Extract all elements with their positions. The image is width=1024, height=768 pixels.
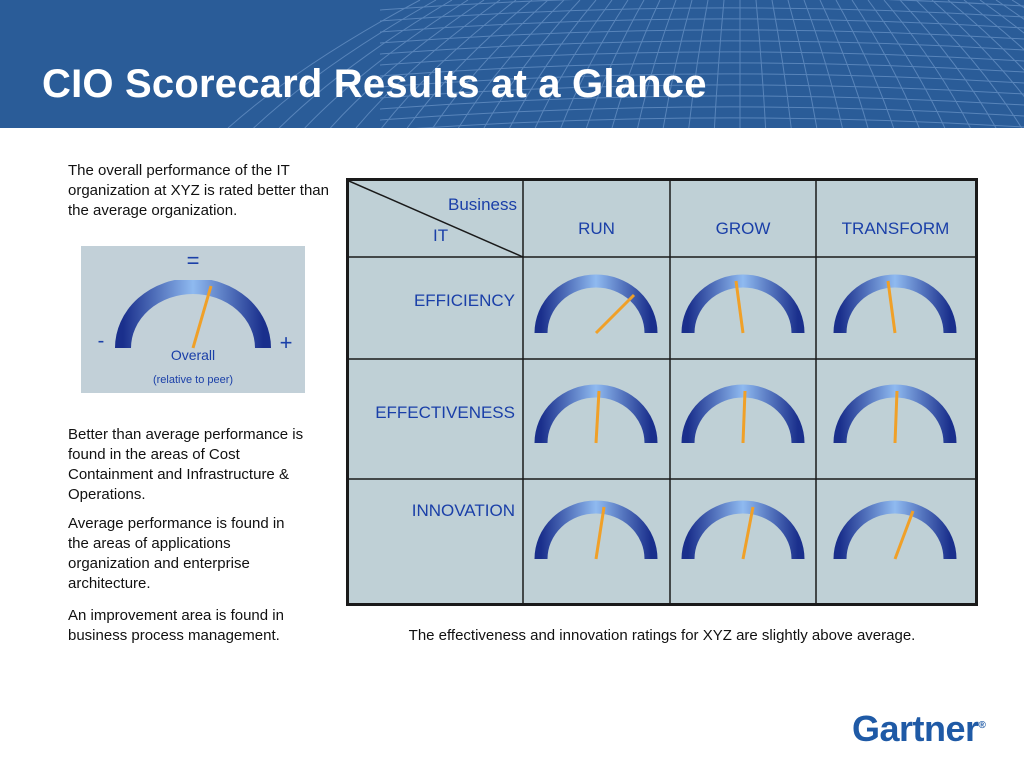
needle-efficiency-run <box>594 293 636 335</box>
column-header-run: RUN <box>578 219 615 238</box>
overall-gauge-panel: = - + Overall (relative to peer) <box>81 246 305 393</box>
needle-efficiency-grow <box>734 280 745 334</box>
corner-diagonal <box>349 181 524 258</box>
overall-label: Overall <box>170 347 216 363</box>
gauge-effectiveness-grow <box>681 384 805 444</box>
minus-symbol: - <box>97 330 105 352</box>
needle-effectiveness-run <box>594 390 601 444</box>
matrix-caption: The effectiveness and innovation ratings… <box>408 627 916 644</box>
row-label-innovation: INNOVATION <box>411 501 515 520</box>
needle-effectiveness-transform <box>893 390 899 444</box>
title-banner: CIO Scorecard Results at a Glance <box>0 0 1024 128</box>
gauge-efficiency-transform <box>833 274 957 334</box>
row-label-effectiveness: EFFECTIVENESS <box>375 403 515 422</box>
gauge-innovation-run <box>534 500 658 560</box>
gauge-innovation-grow <box>681 500 805 560</box>
gauge-effectiveness-transform <box>833 384 957 444</box>
corner-business-label: Business <box>448 195 517 214</box>
overall-sublabel: (relative to peer) <box>152 374 234 386</box>
finding-3: An improvement area is found in business… <box>68 607 284 644</box>
gauge-effectiveness-run <box>534 384 658 444</box>
registered-mark: ® <box>978 720 986 731</box>
finding-1: Better than average performance is found… <box>68 426 304 503</box>
matrix-gridlines <box>349 181 975 603</box>
column-header-transform: TRANSFORM <box>841 219 950 238</box>
row-label-efficiency: EFFICIENCY <box>413 291 515 310</box>
gartner-logo: Gartner® <box>852 708 986 750</box>
finding-2: Average performance is found in the area… <box>68 515 285 592</box>
intro-text: The overall performance of the IT organi… <box>68 162 329 219</box>
overall-needle <box>191 285 213 349</box>
needle-innovation-run <box>594 506 606 560</box>
needle-innovation-transform <box>893 510 915 560</box>
equal-symbol: = <box>186 248 200 273</box>
logo-wordmark: Gartner <box>852 708 979 749</box>
corner-it-label: IT <box>433 226 449 245</box>
gauge-efficiency-run <box>534 274 658 335</box>
needle-innovation-grow <box>741 506 755 560</box>
gauge-efficiency-grow <box>681 274 805 334</box>
scorecard-matrix: Business IT RUN GROW TRANSFORM EFFICIENC… <box>346 178 978 606</box>
needle-effectiveness-grow <box>741 390 747 444</box>
page-title: CIO Scorecard Results at a Glance <box>42 62 707 106</box>
banner-grid-pattern <box>227 0 1024 128</box>
gauge-innovation-transform <box>833 500 957 560</box>
overall-gauge <box>115 280 271 349</box>
needle-efficiency-transform <box>886 280 897 334</box>
plus-symbol: + <box>279 330 293 355</box>
column-header-grow: GROW <box>715 219 771 238</box>
